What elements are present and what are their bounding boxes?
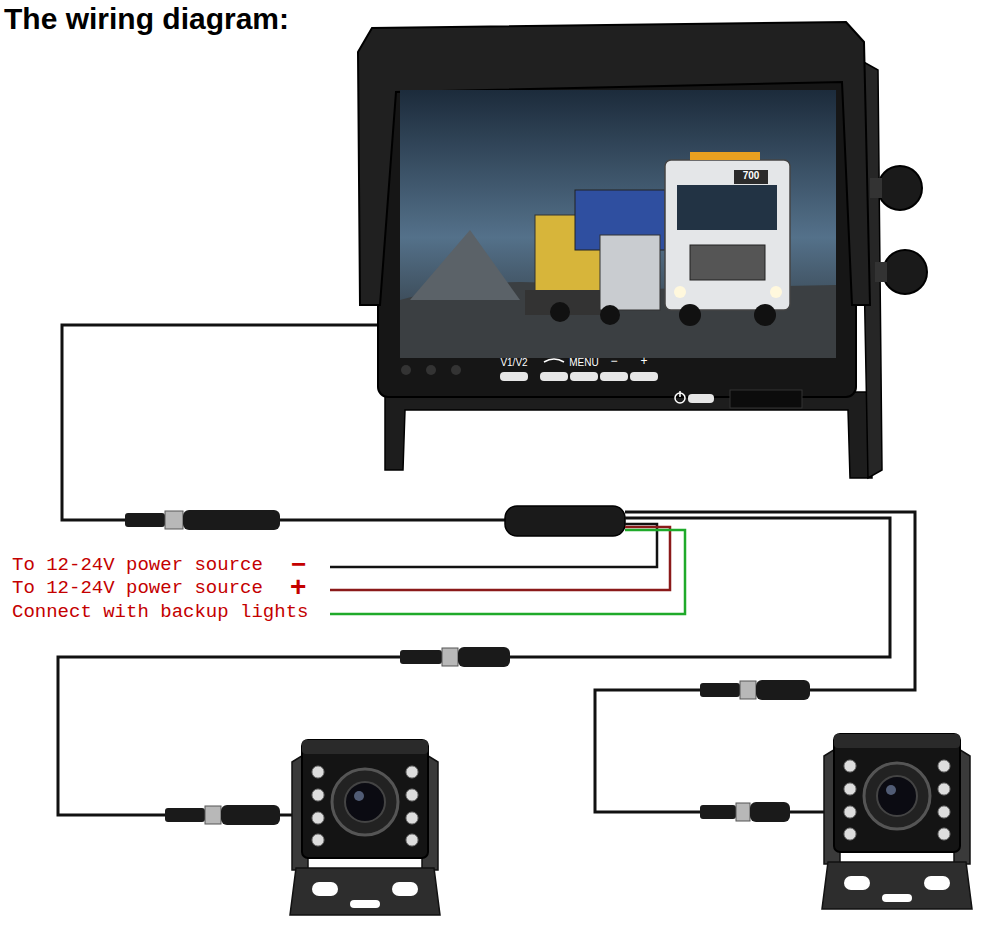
monitor-drawing	[570, 372, 598, 381]
monitor-drawing	[754, 304, 776, 326]
monitor-drawing	[401, 365, 411, 375]
monitor-drawing	[734, 170, 768, 184]
monitor-drawing	[426, 365, 436, 375]
monitor-drawing	[878, 166, 922, 210]
monitor-drawing	[677, 185, 777, 230]
monitor-drawing	[690, 152, 760, 160]
monitor-drawing	[630, 372, 658, 381]
cable-connector	[165, 511, 183, 529]
cable-connector	[458, 647, 510, 667]
cable-connector	[700, 683, 740, 697]
monitor-drawing	[410, 230, 520, 300]
monitor-drawing	[770, 286, 782, 298]
right-camera	[822, 734, 972, 909]
monitor-drawing	[400, 90, 836, 358]
monitor-drawing	[500, 372, 528, 381]
cable-connector	[183, 510, 280, 530]
button-label: MENU	[569, 357, 598, 369]
cable-connector	[221, 805, 280, 825]
monitor-drawing	[540, 372, 568, 381]
cable-connector	[750, 802, 790, 822]
polarity-sign: +	[290, 571, 306, 603]
wire-label: To 12-24V power source	[12, 578, 263, 600]
camera-cable	[595, 690, 700, 812]
ground-wire	[330, 524, 657, 567]
monitor-drawing	[875, 262, 887, 282]
monitor-cable	[280, 519, 505, 522]
cable-connector	[205, 806, 221, 824]
cable-connector	[125, 510, 280, 530]
cable-connector	[442, 648, 458, 666]
button-label: −	[610, 355, 617, 369]
monitor-drawing	[730, 390, 802, 408]
monitor-drawing	[883, 250, 927, 294]
monitor-drawing	[600, 372, 628, 381]
monitor-drawing	[451, 365, 461, 375]
cable-connector	[400, 647, 510, 667]
backup-light-wire	[330, 530, 685, 614]
wire-label: Connect with backup lights	[12, 602, 308, 624]
button-label: +	[640, 355, 647, 369]
wire-label: To 12-24V power source	[12, 555, 263, 577]
cable-splitter	[505, 506, 625, 536]
cable-connector	[165, 808, 205, 822]
monitor-drawing	[358, 22, 927, 478]
cable-connector	[165, 805, 280, 825]
monitor-drawing	[600, 235, 660, 310]
diagram-title: The wiring diagram:	[4, 2, 289, 37]
truck-sign: 700	[743, 170, 760, 182]
monitor-cable	[62, 325, 380, 520]
monitor-drawing	[550, 302, 570, 322]
monitor-drawing	[690, 245, 765, 280]
monitor-drawing	[870, 178, 882, 198]
monitor-drawing	[688, 394, 714, 403]
camera-cable	[510, 518, 890, 657]
cable-connector	[700, 802, 790, 822]
left-camera	[290, 740, 440, 915]
monitor-drawing	[378, 72, 856, 397]
power-wire	[330, 527, 670, 590]
cable-connector	[740, 681, 756, 699]
monitor-drawing	[450, 418, 480, 426]
monitor-drawing	[544, 359, 564, 362]
camera-cable	[625, 512, 915, 690]
cable-connector	[736, 803, 750, 821]
cable-connector	[125, 513, 165, 527]
cable-connector	[700, 805, 736, 819]
cable-connector	[700, 680, 810, 700]
monitor-drawing	[679, 391, 681, 397]
button-label: V1/V2	[500, 357, 527, 369]
monitor-drawing	[665, 160, 790, 310]
monitor-drawing	[778, 452, 808, 460]
cable-connector	[400, 650, 442, 664]
monitor-drawing	[679, 304, 701, 326]
monitor-drawing	[674, 286, 686, 298]
monitor-drawing	[600, 305, 620, 325]
cable-connector	[756, 680, 810, 700]
